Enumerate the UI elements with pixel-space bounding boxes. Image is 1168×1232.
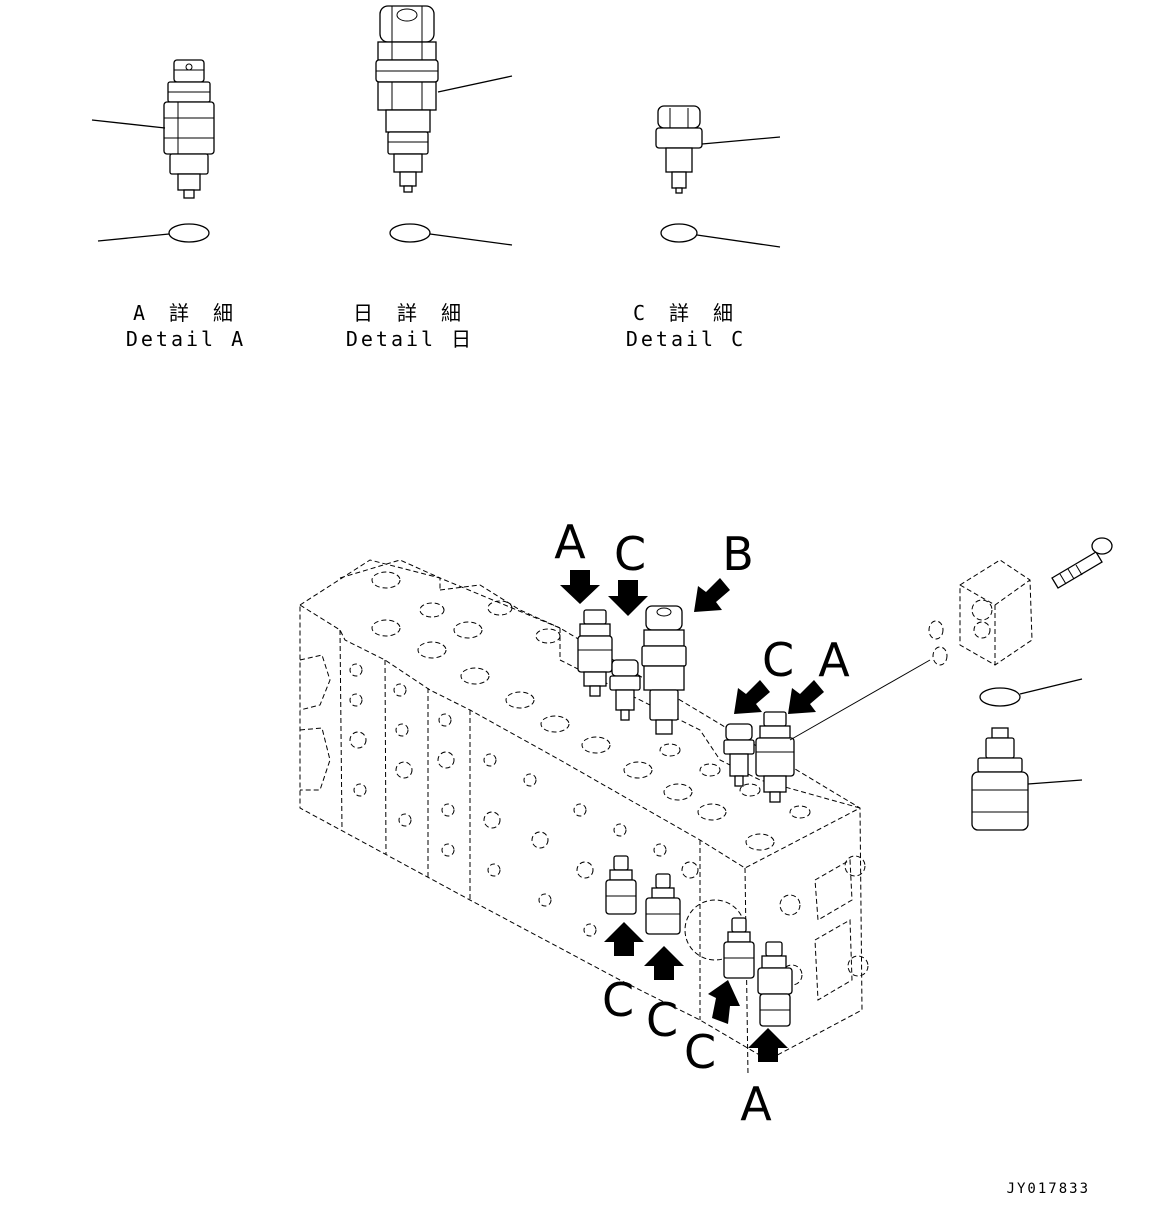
detail-c-caption-en: Detail C bbox=[626, 327, 746, 351]
leader-line bbox=[701, 136, 781, 145]
leader-line bbox=[1027, 779, 1083, 785]
relief-valve-a-icon bbox=[577, 609, 613, 697]
arrow-icon bbox=[560, 570, 824, 1062]
callout-c: C bbox=[762, 633, 794, 687]
leader-line bbox=[1019, 678, 1083, 695]
plug-c-icon bbox=[645, 873, 681, 935]
callout-a: A bbox=[818, 633, 850, 687]
callout-b: B bbox=[722, 527, 754, 581]
callout-c: C bbox=[684, 1025, 716, 1079]
callout-a: A bbox=[554, 515, 586, 569]
relief-valve-a-icon bbox=[757, 941, 793, 1027]
o-ring-icon bbox=[979, 687, 1021, 707]
relief-valve-b-icon bbox=[375, 5, 439, 193]
plug-c-icon bbox=[605, 855, 637, 915]
leader-line bbox=[696, 234, 781, 248]
o-ring-icon bbox=[389, 223, 431, 243]
detail-b-caption-jp: 日 詳 細 bbox=[353, 301, 467, 325]
o-ring-icon bbox=[660, 223, 698, 243]
callout-a: A bbox=[740, 1077, 772, 1131]
plug-c-icon bbox=[609, 659, 641, 721]
end-block-icon bbox=[959, 559, 1033, 666]
detail-c-caption-jp: C 詳 細 bbox=[633, 301, 739, 325]
leader-line bbox=[91, 119, 166, 129]
drawing-code: JY017833 bbox=[1007, 1181, 1090, 1197]
o-ring-icon bbox=[932, 646, 948, 666]
leader-line bbox=[789, 659, 931, 741]
o-ring-icon bbox=[928, 620, 944, 640]
leader-line bbox=[97, 233, 170, 242]
detail-a-caption-en: Detail A bbox=[126, 327, 246, 351]
mounting-bolt-icon bbox=[1051, 537, 1113, 589]
relief-valve-a-icon bbox=[971, 727, 1029, 831]
detail-a-caption-jp: A 詳 細 bbox=[133, 301, 239, 325]
callout-c: C bbox=[614, 527, 646, 581]
detail-b-caption-en: Detail 日 bbox=[346, 327, 474, 351]
callout-c: C bbox=[602, 973, 634, 1027]
plug-c-icon bbox=[655, 105, 703, 194]
plug-c-icon bbox=[723, 917, 755, 979]
plug-c-icon bbox=[723, 723, 755, 787]
leader-line bbox=[437, 75, 513, 93]
leader-line bbox=[429, 233, 513, 246]
relief-valve-a-icon bbox=[163, 59, 215, 199]
o-ring-icon bbox=[168, 223, 210, 243]
callout-c: C bbox=[646, 993, 678, 1047]
relief-valve-a-icon bbox=[755, 711, 795, 803]
relief-valve-b-icon bbox=[641, 605, 687, 735]
